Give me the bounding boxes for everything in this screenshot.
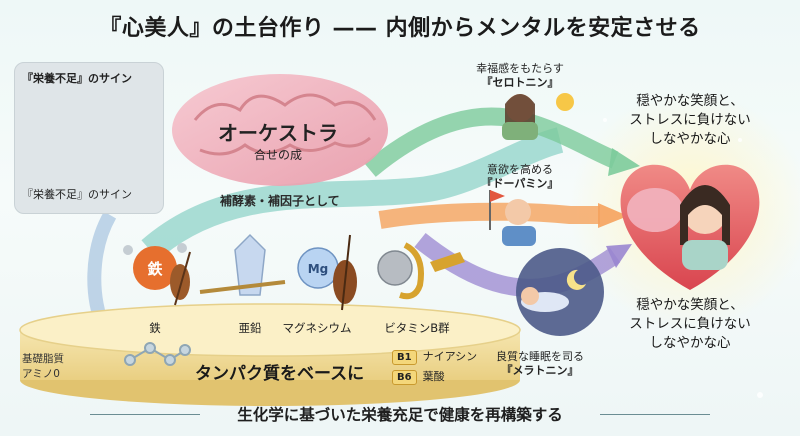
outcome-melatonin: 良質な睡眠を司る 『メラトニン』 <box>460 350 620 378</box>
result-top-line3: しなやかな心 <box>649 131 731 147</box>
result-bottom-line1: 穏やかな笑顔と、 <box>636 297 744 313</box>
result-bottom-line3: しなやかな心 <box>649 335 731 351</box>
coenzyme-flow-label: 補酵素・補因子として <box>220 194 340 208</box>
outcome-melatonin-line2: 『メラトニン』 <box>501 364 579 377</box>
amino-side-line1: 基礎脂質 <box>22 353 64 365</box>
magnesium-cello-icon: Mg <box>297 234 357 311</box>
flow-teal-arrow <box>141 127 564 260</box>
protein-platform <box>19 303 521 406</box>
nutrient-label-iron: 鉄 <box>149 321 161 335</box>
zinc-crystal-flute-icon <box>199 233 286 296</box>
b1-text: ナイアシン <box>422 350 478 363</box>
result-text-bottom: 穏やかな笑顔と、 ストレスに負けない しなやかな心 <box>590 296 790 353</box>
heart-calm-woman-icon <box>620 164 760 290</box>
page-title: 『心美人』の土台作り —— 内側からメンタルを安定させる <box>99 16 701 41</box>
orchestra-brain-icon <box>172 74 388 186</box>
b-item-2: B6 葉酸 <box>392 368 445 385</box>
outcome-serotonin-line1: 幸福感をもたらす <box>476 62 564 75</box>
deficiency-panel <box>14 62 164 214</box>
outcome-dopamine-line2: 『ドーパミン』 <box>481 177 559 190</box>
flow-purple-arrowhead <box>606 244 632 268</box>
b1-badge: B1 <box>392 350 417 365</box>
result-top-line1: 穏やかな笑顔と、 <box>636 93 744 109</box>
outcome-melatonin-line1: 良質な睡眠を司る <box>496 350 584 363</box>
result-bottom-line2: ストレスに負けない <box>629 316 751 332</box>
result-top-line2: ストレスに負けない <box>629 112 751 128</box>
motivated-man-icon <box>489 190 536 246</box>
result-text-top: 穏やかな笑顔と、 ストレスに負けない しなやかな心 <box>590 92 790 149</box>
amino-side-line2: アミノ0 <box>22 368 60 380</box>
footer-rule-right <box>600 414 710 415</box>
nutrient-label-zinc: 亜鉛 <box>238 321 262 335</box>
footer-rule-left <box>90 414 200 415</box>
outcome-serotonin-line2: 『セロトニン』 <box>481 76 559 89</box>
platform-title: タンパク質をベースに <box>195 364 365 384</box>
outcome-dopamine-line1: 意欲を高める <box>487 163 553 176</box>
deficiency-label-top: 『栄養不足』のサイン <box>22 72 132 85</box>
outcome-dopamine: 意欲を高める 『ドーパミン』 <box>440 163 600 191</box>
outcome-serotonin: 幸福感をもたらす 『セロトニン』 <box>440 62 600 90</box>
footer-caption: 生化学に基づいた栄養充足で健康を再構築する <box>237 406 563 424</box>
b6-text: 葉酸 <box>422 370 445 383</box>
nutrient-label-vitamin-b: ビタミンB群 <box>384 321 450 335</box>
amino-side-label: 基礎脂質 アミノ0 <box>22 352 64 382</box>
brain-title: オーケストラ <box>218 121 338 145</box>
nutrient-label-magnesium: マグネシウム <box>282 321 352 335</box>
flow-orange-arrowhead <box>598 203 628 228</box>
happy-woman-icon <box>502 93 574 140</box>
iron-violin-icon: 鉄 <box>123 243 191 306</box>
b-item-1: B1 ナイアシン <box>392 348 477 365</box>
sleeping-person-icon <box>516 248 604 336</box>
flow-green-arrowhead <box>608 148 640 176</box>
amino-molecule-icon <box>124 342 191 366</box>
svg-text:Mg: Mg <box>308 262 329 276</box>
svg-text:鉄: 鉄 <box>147 260 162 278</box>
deficiency-label-bottom: 『栄養不足』のサイン <box>22 188 132 201</box>
b6-badge: B6 <box>392 370 417 385</box>
brain-subtitle: 合せの成 <box>253 148 302 162</box>
vitamin-saxophone-icon <box>377 242 465 300</box>
flow-orange-arrow <box>378 202 600 229</box>
sparkle-decorations <box>603 118 763 398</box>
